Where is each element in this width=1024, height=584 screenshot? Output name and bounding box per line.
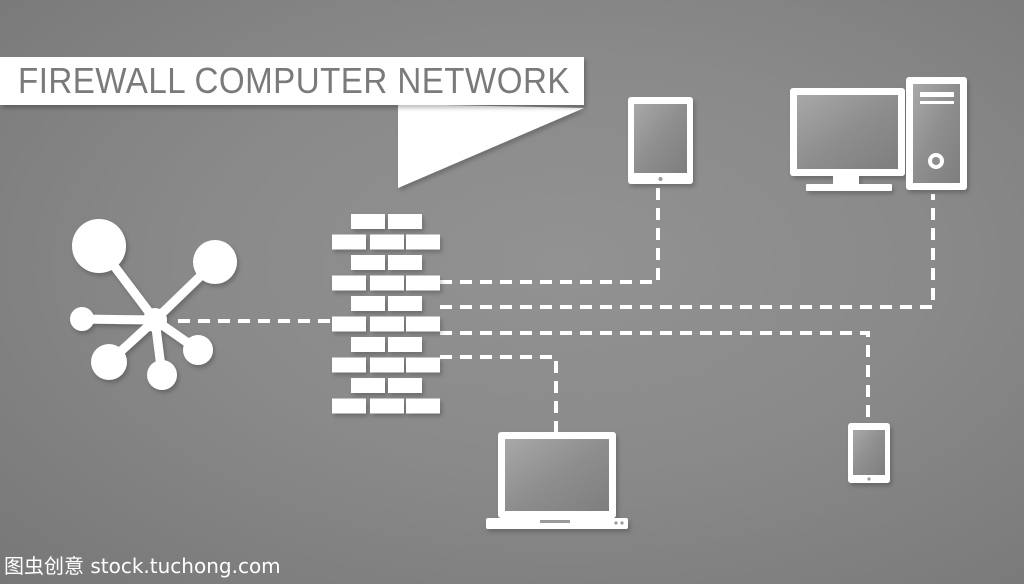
brick (351, 337, 385, 352)
brick (406, 234, 440, 250)
connection-firewall-laptop (440, 355, 558, 432)
brick (332, 275, 366, 291)
brick (370, 275, 404, 291)
connection-firewall-tablet (440, 186, 660, 284)
connection-firewall-desktop (440, 194, 935, 309)
tablet-icon (628, 97, 693, 184)
banner-pointer (398, 104, 584, 188)
brick (351, 296, 385, 311)
brick (388, 214, 422, 229)
brick (370, 316, 404, 332)
smartphone-icon (848, 423, 890, 483)
brick (332, 357, 366, 373)
desktop-computer-icon (790, 77, 967, 191)
page-title: FIREWALL COMPUTER NETWORK (18, 60, 570, 101)
brick-wall-icon (332, 214, 440, 414)
brick (388, 255, 422, 270)
brick (406, 398, 440, 414)
title-banner: FIREWALL COMPUTER NETWORK (0, 57, 584, 105)
brick (351, 214, 385, 229)
brick (388, 337, 422, 352)
brick (332, 234, 366, 250)
laptop-icon (486, 432, 628, 529)
brick (388, 378, 422, 393)
brick (406, 275, 440, 291)
brick (351, 255, 385, 270)
brick (370, 398, 404, 414)
brick (406, 357, 440, 373)
brick (332, 398, 366, 414)
brick (388, 296, 422, 311)
brick (406, 316, 440, 332)
brick (370, 234, 404, 250)
watermark: 图虫创意 stock.tuchong.com (4, 554, 281, 578)
network-hub-icon (70, 219, 237, 390)
brick (370, 357, 404, 373)
connection-lines (178, 186, 935, 432)
brick (351, 378, 385, 393)
brick (332, 316, 366, 332)
connection-firewall-smartphone (440, 331, 870, 420)
